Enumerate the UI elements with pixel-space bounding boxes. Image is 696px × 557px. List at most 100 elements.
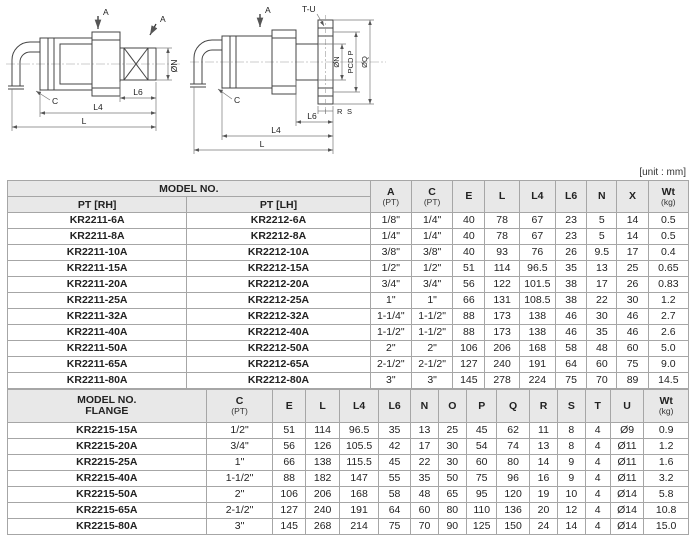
value-cell: 2" — [205, 486, 274, 503]
value-cell: 0.4 — [647, 244, 690, 261]
value-cell: 4 — [584, 486, 611, 503]
dim-phi-n-label: ØN — [169, 60, 179, 73]
value-cell: 2-1/2" — [369, 356, 412, 373]
value-cell: 16 — [528, 470, 559, 487]
value-cell: 51 — [272, 422, 306, 439]
value-cell: 1-1/2" — [410, 324, 454, 341]
value-cell: 1" — [369, 292, 412, 309]
value-cell: 9.5 — [586, 244, 618, 261]
model-cell: KR2211-32A — [6, 308, 188, 325]
value-cell: 145 — [452, 372, 486, 389]
value-cell: 173 — [484, 308, 520, 325]
model-cell: KR2211-65A — [6, 356, 188, 373]
value-cell: 1/4" — [410, 228, 454, 245]
flange-model-header-line1: MODEL NO. — [77, 394, 137, 406]
value-cell: 1.6 — [643, 454, 689, 471]
model-cell: KR2211-50A — [6, 340, 188, 357]
value-cell: 3.2 — [643, 470, 689, 487]
value-cell: 70 — [410, 518, 439, 535]
value-cell: 10.8 — [643, 502, 689, 519]
value-cell: 182 — [304, 470, 341, 487]
value-cell: 115.5 — [339, 454, 379, 471]
value-cell: 70 — [586, 372, 618, 389]
value-cell: 64 — [554, 356, 588, 373]
value-cell: 88 — [272, 470, 306, 487]
value-cell: 96 — [496, 470, 530, 487]
value-cell: Ø14 — [609, 502, 645, 519]
value-cell: 0.9 — [643, 422, 689, 439]
value-cell: 114 — [484, 260, 520, 277]
value-cell: 105.5 — [339, 438, 379, 455]
dimension-lines — [11, 16, 172, 131]
value-cell: 2.6 — [647, 324, 690, 341]
value-cell: 26 — [554, 244, 588, 261]
value-cell: 75 — [377, 518, 412, 535]
value-cell: 54 — [465, 438, 498, 455]
value-cell: 35 — [377, 422, 412, 439]
dim-l6-label: L6 — [133, 87, 143, 97]
value-cell: 1-1/4" — [369, 308, 412, 325]
value-cell: 4 — [584, 454, 611, 471]
model-cell: KR2211-10A — [6, 244, 188, 261]
value-cell: 46 — [616, 308, 649, 325]
model-cell: KR2215-40A — [7, 470, 207, 487]
value-cell: 2.7 — [647, 308, 690, 325]
column-header-l: L — [304, 389, 341, 423]
column-header-c: C(PT) — [205, 389, 274, 423]
value-cell: 9.0 — [647, 356, 690, 373]
value-cell: 65 — [437, 486, 468, 503]
value-cell: 76 — [518, 244, 557, 261]
value-cell: 60 — [586, 356, 618, 373]
value-cell: 40 — [452, 212, 486, 229]
value-cell: 5.0 — [647, 340, 690, 357]
value-cell: 89 — [616, 372, 649, 389]
column-header-l4: L4 — [518, 180, 557, 213]
column-header-l4: L4 — [339, 389, 379, 423]
value-cell: 1" — [205, 454, 274, 471]
value-cell: 88 — [452, 308, 486, 325]
value-cell: 13 — [528, 438, 559, 455]
value-cell: Ø11 — [609, 454, 645, 471]
value-cell: 75 — [554, 372, 588, 389]
value-cell: 9 — [557, 454, 586, 471]
model-cell: KR2211-6A — [6, 212, 188, 229]
value-cell: 60 — [465, 454, 498, 471]
value-cell: 66 — [452, 292, 486, 309]
value-cell: 3/4" — [205, 438, 274, 455]
value-cell: 4 — [584, 518, 611, 535]
value-cell: 108.5 — [518, 292, 557, 309]
value-cell: 191 — [518, 356, 557, 373]
dim-c-label: C — [52, 96, 58, 106]
drawing-left-labels: A A ØN L6 L4 L C — [52, 7, 179, 126]
value-cell: 3" — [369, 372, 412, 389]
value-cell: 10 — [557, 486, 586, 503]
value-cell: 224 — [518, 372, 557, 389]
value-cell: 0.5 — [647, 228, 690, 245]
value-cell: 80 — [496, 454, 530, 471]
pt-rh-header: PT [RH] — [6, 196, 188, 213]
value-cell: 122 — [484, 276, 520, 293]
value-cell: 3/4" — [410, 276, 454, 293]
value-cell: Ø11 — [609, 470, 645, 487]
value-cell: 3/8" — [369, 244, 412, 261]
dim-r-label: R — [337, 107, 343, 116]
column-header-s: S — [557, 389, 586, 423]
value-cell: 24 — [528, 518, 559, 535]
column-header-l6: L6 — [377, 389, 412, 423]
flange-model-header-line2: FLANGE — [85, 405, 129, 417]
value-cell: 14.5 — [647, 372, 690, 389]
value-cell: 127 — [452, 356, 486, 373]
value-cell: 13 — [410, 422, 439, 439]
